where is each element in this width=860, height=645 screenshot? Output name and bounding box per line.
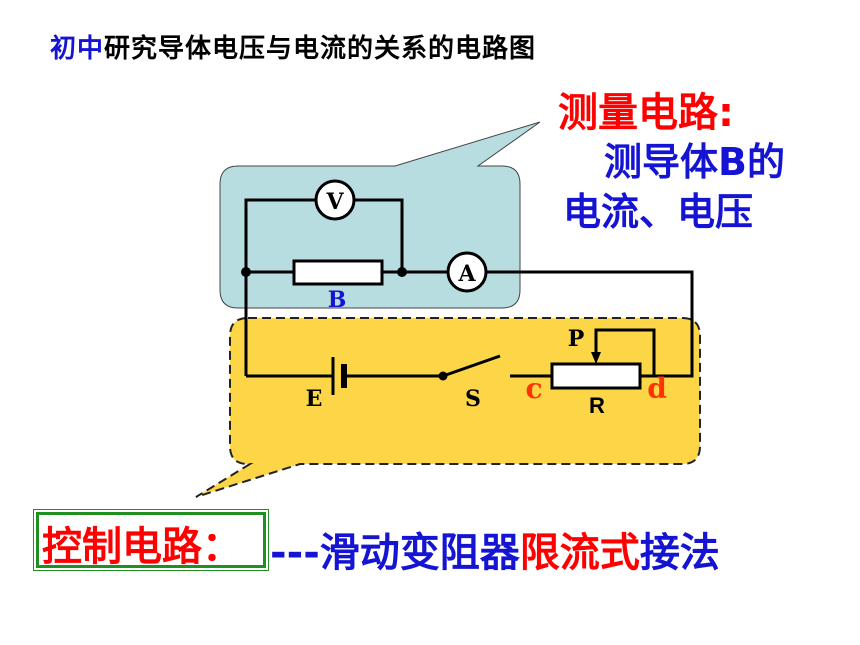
switch-label: S [465, 386, 481, 412]
control-label: 控制电路： [42, 524, 242, 570]
measurement-heading: 测量电路: [558, 90, 734, 136]
ammeter-label: A [457, 261, 476, 287]
voltmeter-label: V [325, 189, 344, 215]
control-method: ---滑动变阻器限流式接法 [270, 520, 720, 578]
voltmeter-symbol [314, 179, 356, 221]
terminal-c-label: c [525, 372, 542, 405]
slider-arrow-icon [591, 352, 601, 364]
resistor-b-label: B [328, 287, 347, 313]
junction-dot-left [241, 267, 251, 277]
page-title: 初中研究导体电压与电流的关系的电路图 [50, 28, 536, 65]
rheostat-label: R [589, 393, 605, 418]
ammeter-symbol [446, 251, 488, 293]
battery-label: E [306, 386, 323, 412]
switch-lever [442, 354, 501, 378]
method-prefix: ---滑动变阻器 [270, 530, 520, 576]
resistor-b-symbol [292, 259, 384, 286]
measurement-line2: 电流、电压 [563, 190, 754, 234]
junction-dot-right [397, 267, 407, 277]
circuit-wires [244, 198, 694, 378]
slider-label: P [568, 326, 585, 352]
rheostat-symbol [550, 362, 642, 390]
method-highlight: 限流式 [519, 530, 640, 576]
title-prefix: 初中 [50, 34, 105, 64]
method-suffix: 接法 [639, 530, 720, 576]
terminal-d-label: d [647, 372, 667, 405]
control-region [195, 317, 701, 498]
title-rest: 研究导体电压与电流的关系的电路图 [104, 34, 537, 64]
control-label-box [33, 509, 269, 571]
measurement-line1: 测导体B的 [604, 140, 785, 184]
